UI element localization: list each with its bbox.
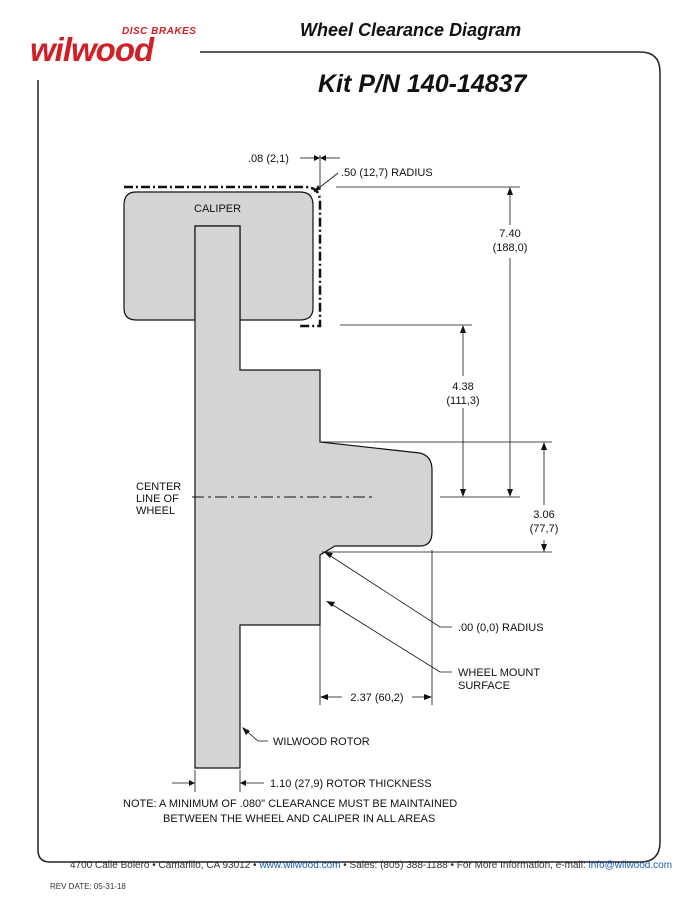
clearance-envelope	[124, 185, 322, 328]
diagram-title: Wheel Clearance Diagram	[300, 20, 522, 40]
dim-306-metric-label: (77,7)	[530, 523, 559, 535]
wilwood-logo: wilwood	[30, 31, 154, 68]
center-line-label-1: CENTER	[136, 481, 181, 493]
dim-438-label: 4.38	[452, 381, 473, 393]
footer-contact: 4700 Calle Bolero • Camarillo, CA 93012 …	[70, 860, 672, 871]
revision-date: REV DATE: 05-31-18	[50, 882, 126, 891]
footer-sales: • Sales: (805) 388-1188 • For More Infor…	[340, 860, 589, 871]
center-line-label-3: WHEEL	[136, 505, 175, 517]
wheel-mount-label-2: SURFACE	[458, 680, 510, 692]
dim-306-label: 3.06	[533, 509, 554, 521]
zero-radius-label: .00 (0,0) RADIUS	[458, 622, 544, 634]
note-line-2: BETWEEN THE WHEEL AND CALIPER IN ALL ARE…	[163, 813, 435, 825]
footer-email-link[interactable]: info@wilwood.com	[588, 860, 673, 871]
dim-740-label: 7.40	[499, 228, 520, 240]
dim-740-metric-label: (188,0)	[493, 242, 528, 254]
footer-address: 4700 Calle Bolero • Camarillo, CA 93012 …	[70, 860, 260, 871]
kit-part-number: Kit P/N 140-14837	[318, 70, 527, 98]
logo-tagline: DISC BRAKES	[122, 26, 197, 37]
gap-dimension-label: .08 (2,1)	[248, 153, 289, 165]
corner-radius-label: .50 (12,7) RADIUS	[341, 167, 433, 179]
note-line-1: NOTE: A MINIMUM OF .080" CLEARANCE MUST …	[123, 798, 457, 810]
wheel-mount-label-1: WHEEL MOUNT	[458, 667, 540, 679]
rotor-thickness-label: 1.10 (27,9) ROTOR THICKNESS	[270, 778, 432, 790]
footer-website-link[interactable]: www.wilwood.com	[259, 860, 341, 871]
caliper-label: CALIPER	[194, 203, 241, 215]
center-line-label-2: LINE OF	[136, 493, 179, 505]
dim-438-metric-label: (111,3)	[446, 395, 479, 407]
dim-237-label: 2.37 (60,2)	[350, 692, 403, 704]
rotor-label: WILWOOD ROTOR	[273, 736, 370, 748]
page-border	[37, 51, 661, 863]
